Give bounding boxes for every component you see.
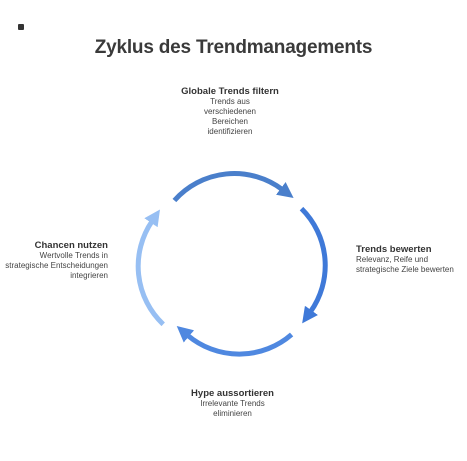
- stage-use-opportunities: Chancen nutzen Wertvolle Trends in strat…: [4, 240, 108, 281]
- stage-heading: Globale Trends filtern: [181, 86, 279, 97]
- stage-heading: Trends bewerten: [356, 244, 432, 255]
- cycle-arrow-right: [299, 206, 328, 324]
- stage-description: Trends aus verschiedenen Bereichen ident…: [203, 97, 257, 136]
- stage-heading: Chancen nutzen: [34, 240, 108, 251]
- cycle-arrow-bottom: [176, 326, 294, 357]
- stage-description: Relevanz, Reife und strategische Ziele b…: [356, 255, 454, 274]
- diagram-title: Zyklus des Trendmanagements: [94, 37, 373, 58]
- stage-description: Irrelevante Trends eliminieren: [200, 399, 265, 418]
- cycle-arrow-top: [172, 171, 294, 203]
- stage-heading: Hype aussortieren: [191, 388, 274, 399]
- cycle-arrow-left: [135, 209, 165, 327]
- brand-logo: [18, 24, 26, 30]
- logo-icon: [18, 24, 24, 30]
- stage-sort-out-hype: Hype aussortieren Irrelevante Trends eli…: [160, 388, 305, 419]
- stage-evaluate-trends: Trends bewerten Relevanz, Reife und stra…: [356, 244, 456, 275]
- stage-description: Wertvolle Trends in strategische Entsche…: [5, 251, 108, 280]
- stage-global-trends: Globale Trends filtern Trends aus versch…: [170, 86, 290, 137]
